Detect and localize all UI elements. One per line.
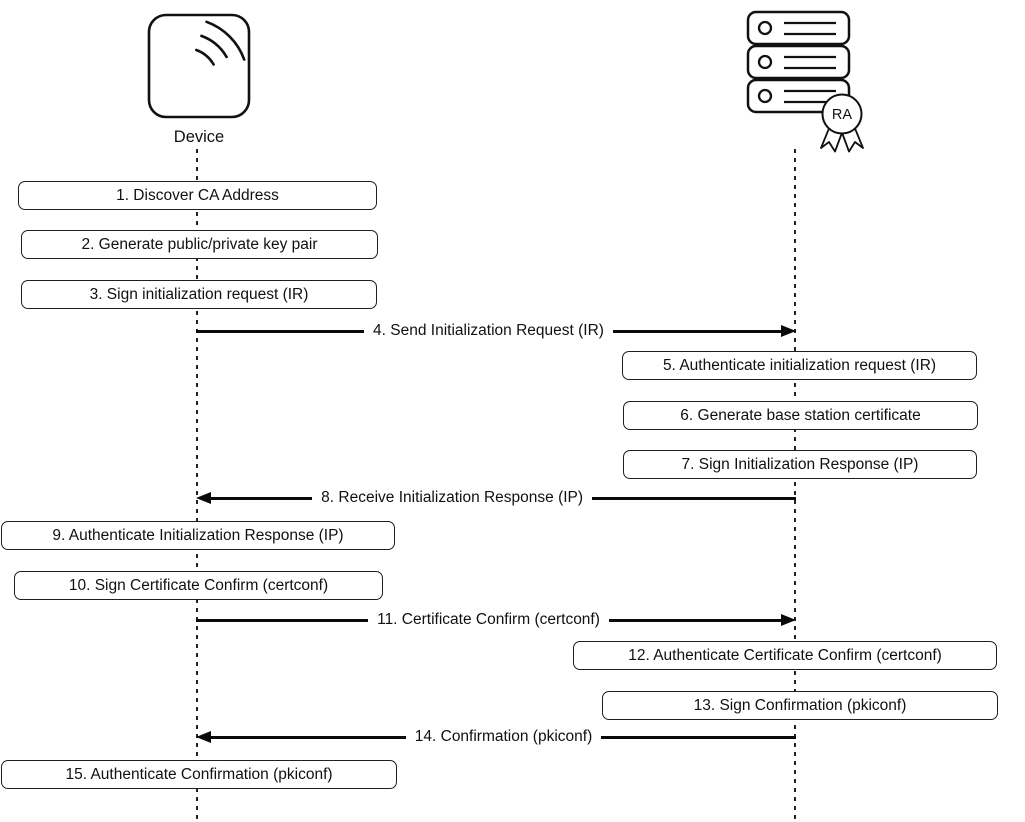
message-label: 11. Certificate Confirm (certconf) (377, 611, 600, 628)
step-8-message: 8. Receive Initialization Response (IP) (196, 485, 796, 511)
arrow-line (211, 735, 406, 739)
step-6-box: 6. Generate base station certificate (623, 401, 978, 430)
arrowhead-left-icon (196, 492, 211, 504)
device-label: Device (173, 128, 225, 146)
message-label: 4. Send Initialization Request (IR) (373, 322, 604, 339)
step-2-box: 2. Generate public/private key pair (21, 230, 378, 259)
arrow-line (608, 618, 781, 622)
wifi-signal-icon (195, 20, 246, 66)
arrow-line (211, 496, 313, 500)
step-4-message: 4. Send Initialization Request (IR) (196, 318, 796, 344)
step-5-box: 5. Authenticate initialization request (… (622, 351, 977, 380)
message-label: 14. Confirmation (pkiconf) (414, 728, 593, 745)
step-9-box: 9. Authenticate Initialization Response … (1, 521, 395, 550)
arrowhead-left-icon (196, 731, 211, 743)
step-12-box: 12. Authenticate Certificate Confirm (ce… (573, 641, 997, 670)
step-10-box: 10. Sign Certificate Confirm (certconf) (14, 571, 383, 600)
step-15-box: 15. Authenticate Confirmation (pkiconf) (1, 760, 397, 789)
arrowhead-right-icon (781, 614, 796, 626)
arrow-line (592, 496, 796, 500)
ra-badge-label: RA (832, 107, 852, 123)
arrow-line (196, 618, 369, 622)
step-14-message: 14. Confirmation (pkiconf) (196, 724, 796, 750)
step-3-box: 3. Sign initialization request (IR) (21, 280, 377, 309)
arrow-line (196, 329, 365, 333)
device-actor (147, 13, 251, 119)
step-13-box: 13. Sign Confirmation (pkiconf) (602, 691, 998, 720)
device-lifeline (196, 149, 198, 822)
ra-lifeline (794, 149, 796, 822)
arrow-line (612, 329, 781, 333)
arrow-line (601, 735, 796, 739)
server-icon: RA (746, 10, 864, 153)
step-11-message: 11. Certificate Confirm (certconf) (196, 607, 796, 633)
step-7-box: 7. Sign Initialization Response (IP) (623, 450, 977, 479)
device-icon (147, 13, 251, 119)
ra-badge-circle (821, 93, 863, 135)
message-label: 8. Receive Initialization Response (IP) (321, 489, 584, 506)
arrowhead-right-icon (781, 325, 796, 337)
ra-actor: RA (745, 8, 875, 154)
step-1-box: 1. Discover CA Address (18, 181, 377, 210)
